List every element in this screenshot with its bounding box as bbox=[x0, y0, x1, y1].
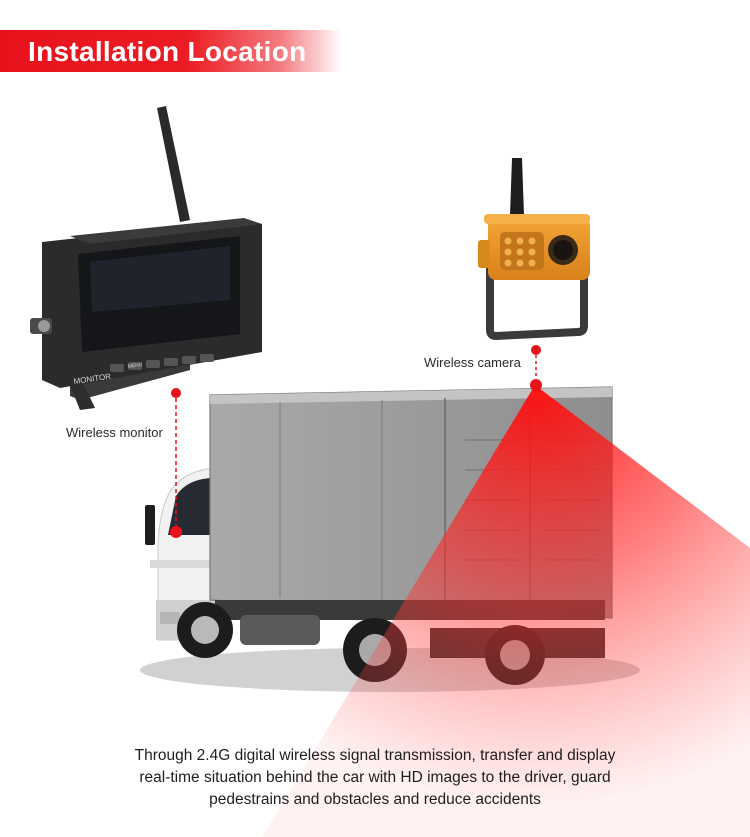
description-line: Through 2.4G digital wireless signal tra… bbox=[134, 747, 616, 764]
page-title: Installation Location bbox=[28, 36, 307, 67]
description-text: Through 2.4G digital wireless signal tra… bbox=[0, 745, 750, 811]
description-line: pedestrains and obstacles and reduce acc… bbox=[209, 791, 541, 808]
monitor-illustration: MONITOR MENU bbox=[30, 106, 262, 410]
title-banner bbox=[0, 30, 342, 72]
camera-marker bbox=[530, 345, 542, 391]
camera-view-beam bbox=[262, 385, 750, 837]
monitor-marker bbox=[170, 388, 182, 538]
camera-illustration bbox=[478, 158, 590, 341]
wireless-monitor-label: Wireless monitor bbox=[66, 425, 163, 440]
description-line: real-time situation behind the car with … bbox=[139, 769, 611, 786]
wireless-camera-label: Wireless camera bbox=[424, 355, 521, 370]
monitor-menu-text: MENU bbox=[127, 362, 143, 370]
